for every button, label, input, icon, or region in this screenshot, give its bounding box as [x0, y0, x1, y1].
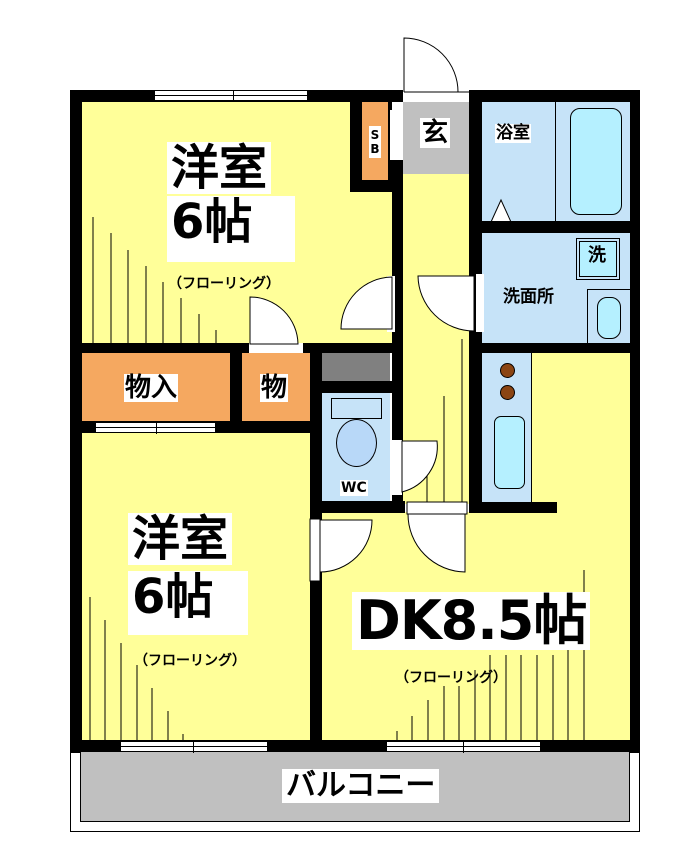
hall-washroom-door-icon[interactable] [417, 274, 484, 334]
washer-box [576, 238, 620, 280]
bathtub-icon [570, 108, 622, 215]
room1-floor-label: （フローリング） [168, 276, 280, 292]
stove-burner-1-icon [500, 363, 515, 378]
shoe-box-door [389, 110, 393, 160]
window-bottom-left [121, 741, 267, 753]
shoe-box-label: SB [368, 126, 382, 158]
wall-closet-divider [230, 343, 242, 433]
vanity-box [587, 289, 630, 343]
closet-label: 物入 [124, 373, 179, 403]
toilet-tank-icon [331, 398, 382, 419]
stove-burner-2-icon [500, 385, 515, 400]
wall-sb-left [350, 100, 362, 192]
washroom-label: 洗面所 [503, 287, 554, 307]
wall-top-right [469, 90, 640, 102]
wall-hall-right [469, 90, 482, 505]
shoe-box-text: SB [368, 128, 382, 156]
wall-wash-kitchen [482, 343, 630, 353]
washer-inner [579, 241, 617, 277]
room2-name-label: 洋室 [128, 513, 233, 565]
toilet-label: WC [340, 480, 368, 496]
wall-hall-left [392, 160, 403, 505]
wall-sb-bottom [350, 180, 392, 192]
toilet-bowl-icon [336, 419, 377, 467]
room2-floor-label: （フローリング） [134, 653, 246, 669]
bathroom-label: 浴室 [495, 123, 531, 143]
wall-kitchen-bottom [469, 502, 557, 513]
closet-door-icon[interactable] [249, 296, 303, 354]
room1-size-label: 6帖 [167, 196, 295, 262]
closet-sliding-door [96, 422, 215, 434]
entrance-door-icon[interactable] [403, 36, 469, 102]
wc-door-icon[interactable] [390, 440, 450, 500]
wall-shelf-bottom [322, 381, 392, 393]
room1-door-icon[interactable] [340, 276, 395, 348]
balcony-label: バルコニー [282, 769, 440, 803]
dk-door-icon[interactable] [405, 501, 468, 574]
wall-bath-wash [482, 221, 630, 233]
room2-door-icon[interactable] [309, 518, 379, 583]
bathroom-divider [555, 100, 556, 222]
wall-right [630, 90, 640, 752]
dk-size-label: DK8.5帖 [352, 592, 591, 650]
storage-label: 物 [260, 373, 289, 403]
window-bottom-right [387, 741, 540, 753]
kitchen-sink-icon [494, 416, 525, 489]
sink-icon [597, 297, 621, 339]
wall-wc-bottom [310, 501, 405, 513]
dk-floor-label: （フローリング） [395, 670, 507, 686]
shelf [322, 353, 390, 381]
window-top [155, 90, 307, 102]
room1-name-label: 洋室 [167, 142, 272, 194]
entrance-label: 玄 [420, 118, 451, 148]
dining-kitchen-upper [532, 352, 630, 512]
washer-label: 洗 [588, 245, 606, 266]
room2-size-label: 6帖 [128, 571, 248, 635]
